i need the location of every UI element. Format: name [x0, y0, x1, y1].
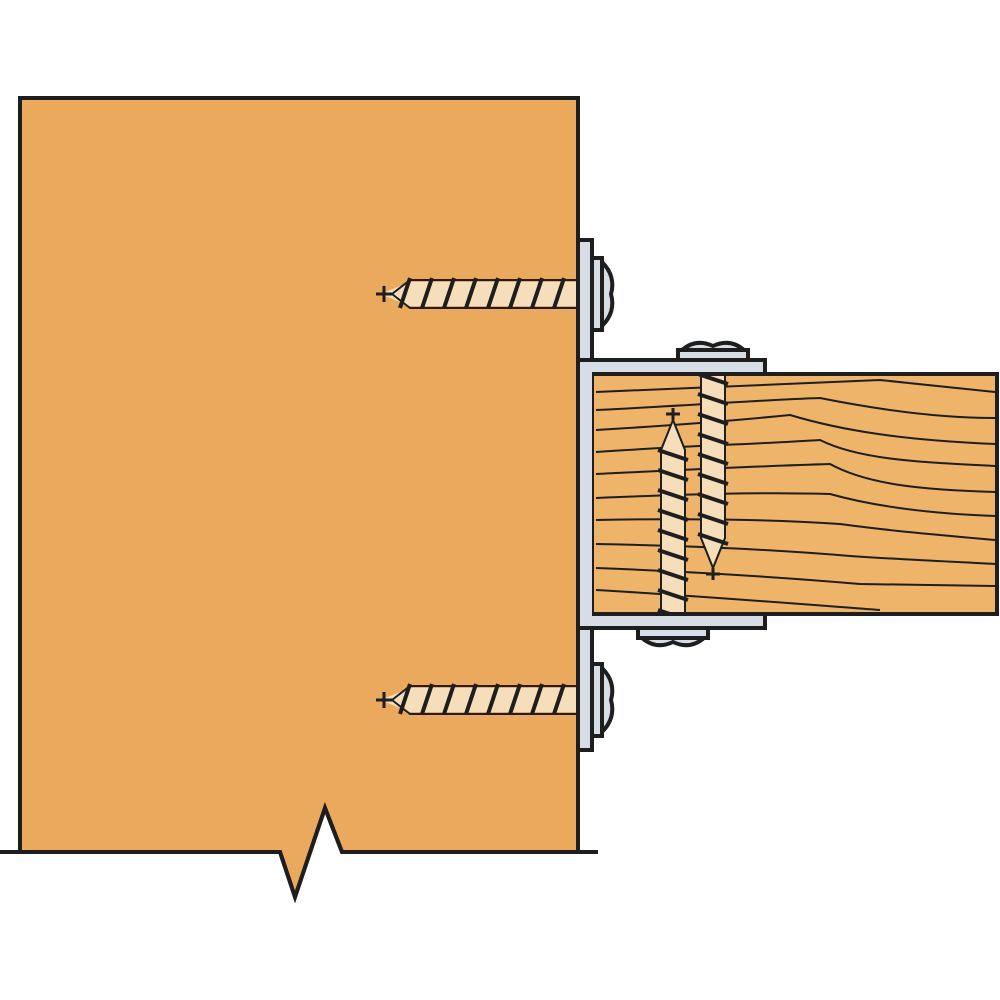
angle-bracket — [576, 238, 767, 752]
screw-head-top-post — [590, 256, 615, 332]
screw-heads — [590, 256, 750, 738]
grain-line — [595, 589, 881, 611]
wood-screw — [376, 683, 578, 715]
grain-line — [595, 378, 996, 393]
wood-screw — [376, 277, 578, 309]
post-break-line — [0, 802, 598, 904]
screw-head-bottom-joist — [636, 626, 710, 648]
wood-post — [18, 96, 580, 904]
screw-head-top-joist — [676, 340, 750, 362]
joist-screws — [657, 372, 729, 622]
grain-line — [595, 567, 996, 587]
grain-line — [595, 396, 996, 419]
post-screws — [376, 277, 578, 715]
screw-head-bottom-post — [590, 662, 615, 738]
wood-screw — [657, 408, 689, 622]
